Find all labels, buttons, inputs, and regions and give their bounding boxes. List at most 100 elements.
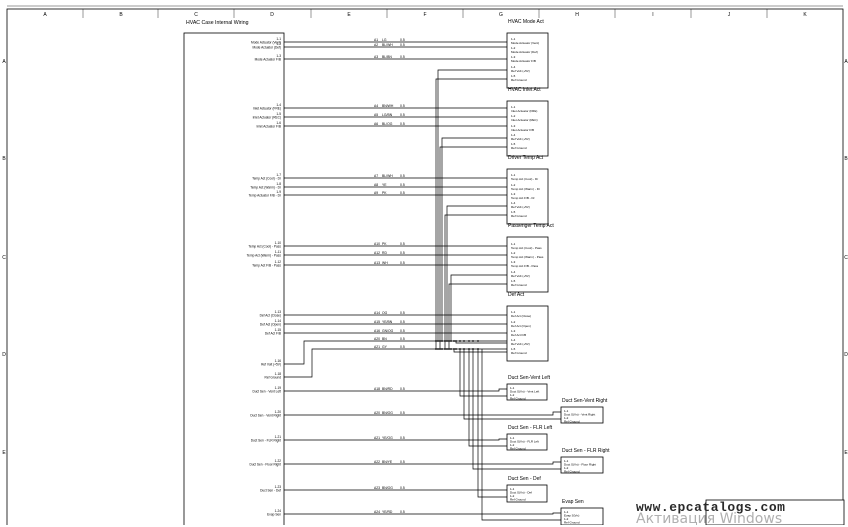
case-pin-label: Inlet Actuator F/B: [257, 125, 281, 129]
sensor-pin-number: 1-1: [510, 487, 515, 491]
wire-color: BN/RD: [382, 387, 393, 391]
junction-dot: [437, 340, 439, 342]
column-ref-E: E: [347, 12, 351, 18]
case-pin-label: Temp Act (Cool) - Dr: [252, 177, 282, 181]
sensor-ground-wire: [468, 349, 507, 447]
wire-color: YE: [382, 183, 387, 187]
wire-id: A12: [374, 251, 380, 255]
wire-color: BL/BN: [382, 55, 392, 59]
ref-ground-bus: [448, 283, 507, 349]
wire-gauge: 0.5: [400, 460, 405, 464]
sensor-pin-number: 1-2: [564, 466, 569, 470]
actuator-pin-label: Ref Ground: [511, 78, 527, 82]
column-ref-H: H: [575, 12, 579, 18]
row-ref-right-D: D: [844, 352, 848, 358]
case-pin-label: Evap Sen: [267, 513, 281, 517]
wire-id: A4: [374, 104, 378, 108]
junction-dot: [463, 340, 465, 342]
wire-id: A24: [374, 510, 380, 514]
sensor-signal-wire: [284, 388, 507, 392]
junction-dot: [477, 340, 479, 342]
actuator-pin-number: 1-3: [511, 192, 516, 196]
sensor-box: [560, 456, 604, 474]
wire-color: OG: [382, 311, 388, 315]
wire-color: LG: [382, 38, 387, 42]
actuator-pin-label: Ref Ground: [511, 351, 527, 355]
actuator-pin-label: Def Act (Open): [511, 324, 531, 328]
actuator-pin-number: 1-3: [511, 260, 516, 264]
wire-gauge: 0.5: [400, 345, 405, 349]
actuator-pin-number: 1-4: [511, 65, 516, 69]
junction-dot: [439, 348, 441, 350]
wire-id: A14: [374, 311, 380, 315]
junction-dot: [455, 340, 457, 342]
actuator-pin-label: Mode Actuator (Def): [511, 50, 538, 54]
wire-id: A6: [374, 122, 378, 126]
junction-dot: [435, 348, 437, 350]
case-pin-label: Temp Act F/B - Pass: [252, 264, 281, 268]
ref-volt-bus: [441, 137, 507, 341]
wire-color: BL/WH: [382, 174, 393, 178]
sensor-pin-number: 1-1: [510, 386, 515, 390]
actuator-pin-label: Temp Act (Cool) - Pass: [511, 246, 542, 250]
wire-color: GY: [382, 345, 388, 349]
case-pin-number: 1-6: [276, 121, 281, 125]
row-ref-right-C: C: [844, 255, 848, 261]
wire-color: YE/BN: [382, 320, 393, 324]
sensor-pin-label: Ref Ground: [564, 521, 580, 525]
actuator-pin-label: Inlet Actuator (FRE): [511, 109, 537, 113]
sensor-pin-number: 1-1: [564, 409, 569, 413]
case-pin-number: 1-9: [276, 190, 281, 194]
sensor-title: Duct Sen - Def: [508, 476, 541, 482]
wire-gauge: 0.5: [400, 436, 405, 440]
sensor-signal-wire: [284, 512, 561, 515]
actuator-pin-label: Ref Volt (+5V): [511, 69, 530, 73]
wire-gauge: 0.5: [400, 387, 405, 391]
wire-color: BN/OG: [382, 486, 393, 490]
actuator-pin-label: Ref Ground: [511, 283, 527, 287]
actuator-title: Passenger Temp Act: [508, 223, 554, 229]
case-pin-number: 1-19: [275, 386, 282, 390]
actuator-box: [506, 32, 549, 89]
case-pin-label: Duct Sen - Def: [260, 489, 281, 493]
wire-gauge: 0.5: [400, 55, 405, 59]
actuator-pin-label: Temp Act F/B - Pass: [511, 264, 539, 268]
case-pin-number: 1-2: [276, 42, 281, 46]
column-ref-B: B: [119, 12, 123, 18]
sensor-ground-wire: [477, 349, 507, 498]
sensor-box: [506, 433, 548, 451]
actuator-title: HVAC Inlet Act: [508, 87, 541, 93]
actuator-title: Driver Temp Act: [508, 155, 544, 161]
row-ref-right-B: B: [844, 156, 848, 162]
case-pin-label: Mode Actuator (Def): [252, 46, 281, 50]
wire-gauge: 0.5: [400, 261, 405, 265]
actuator-pin-label: Inlet Actuator F/B: [511, 128, 534, 132]
case-pin-number: 1-5: [276, 112, 281, 116]
wire-id: A20: [374, 337, 380, 341]
wire-color: RD: [382, 251, 387, 255]
sensor-pin-label: Ref Ground: [510, 498, 526, 502]
actuator-pin-label: Ref Ground: [511, 214, 527, 218]
actuator-pin-label: Ref Volt (+5V): [511, 137, 530, 141]
sensor-box: [506, 484, 548, 503]
case-pin-number: 1-24: [275, 509, 282, 513]
case-pin-number: 1-14: [275, 319, 282, 323]
junction-dot: [444, 340, 446, 342]
actuator-title: HVAC Mode Act: [508, 19, 544, 25]
wire-color: BN: [382, 337, 387, 341]
actuator-pin-number: 1-5: [511, 142, 516, 146]
case-pin-label: Temp Actuator F/B - Dr: [249, 194, 282, 198]
sensor-box: [506, 383, 548, 401]
actuator-pin-label: Temp Act F/B - Dr: [511, 196, 535, 200]
junction-dot: [446, 348, 448, 350]
wire-gauge: 0.5: [400, 329, 405, 333]
wire-color: BL/WH: [382, 43, 393, 47]
site-watermark: www.epcatalogs.com: [636, 500, 786, 515]
sensor-box: [560, 507, 604, 525]
actuator-pin-number: 1-1: [511, 310, 516, 314]
case-pin-label: Def Act F/B: [265, 332, 281, 336]
title-block: [705, 499, 845, 525]
wire-color: PK: [382, 242, 387, 246]
